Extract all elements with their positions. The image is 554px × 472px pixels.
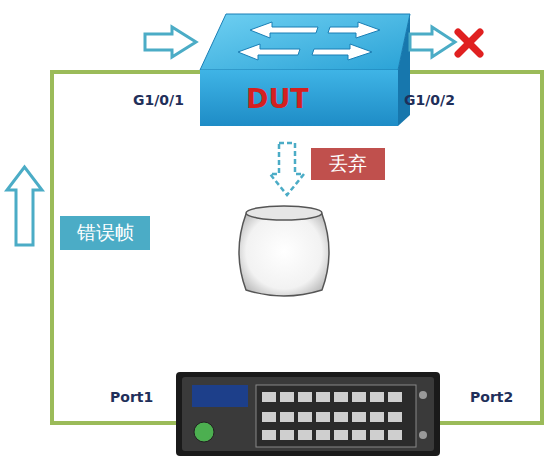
drop-arrow [270, 143, 304, 195]
trash-bin [239, 206, 329, 296]
device-box: DUT [200, 70, 398, 126]
port-name: Port1 [110, 389, 153, 405]
error-frame-arrow [7, 167, 42, 245]
ingress-arrow [145, 27, 196, 57]
port-name: G1/0/2 [404, 92, 455, 108]
port-name: Port2 [470, 389, 513, 405]
error-frame-tag: 错误帧 [60, 216, 150, 250]
port-name: G1/0/1 [133, 92, 184, 108]
node-text: 错误帧 [77, 220, 134, 246]
drop-tag: 丢弃 [311, 148, 385, 180]
blocked-cross [458, 32, 480, 54]
traffic-tester [176, 372, 440, 456]
egress-arrow [410, 27, 455, 57]
node-text: 丢弃 [329, 151, 367, 177]
switch-icon [200, 14, 410, 126]
node-text: DUT [246, 83, 309, 114]
